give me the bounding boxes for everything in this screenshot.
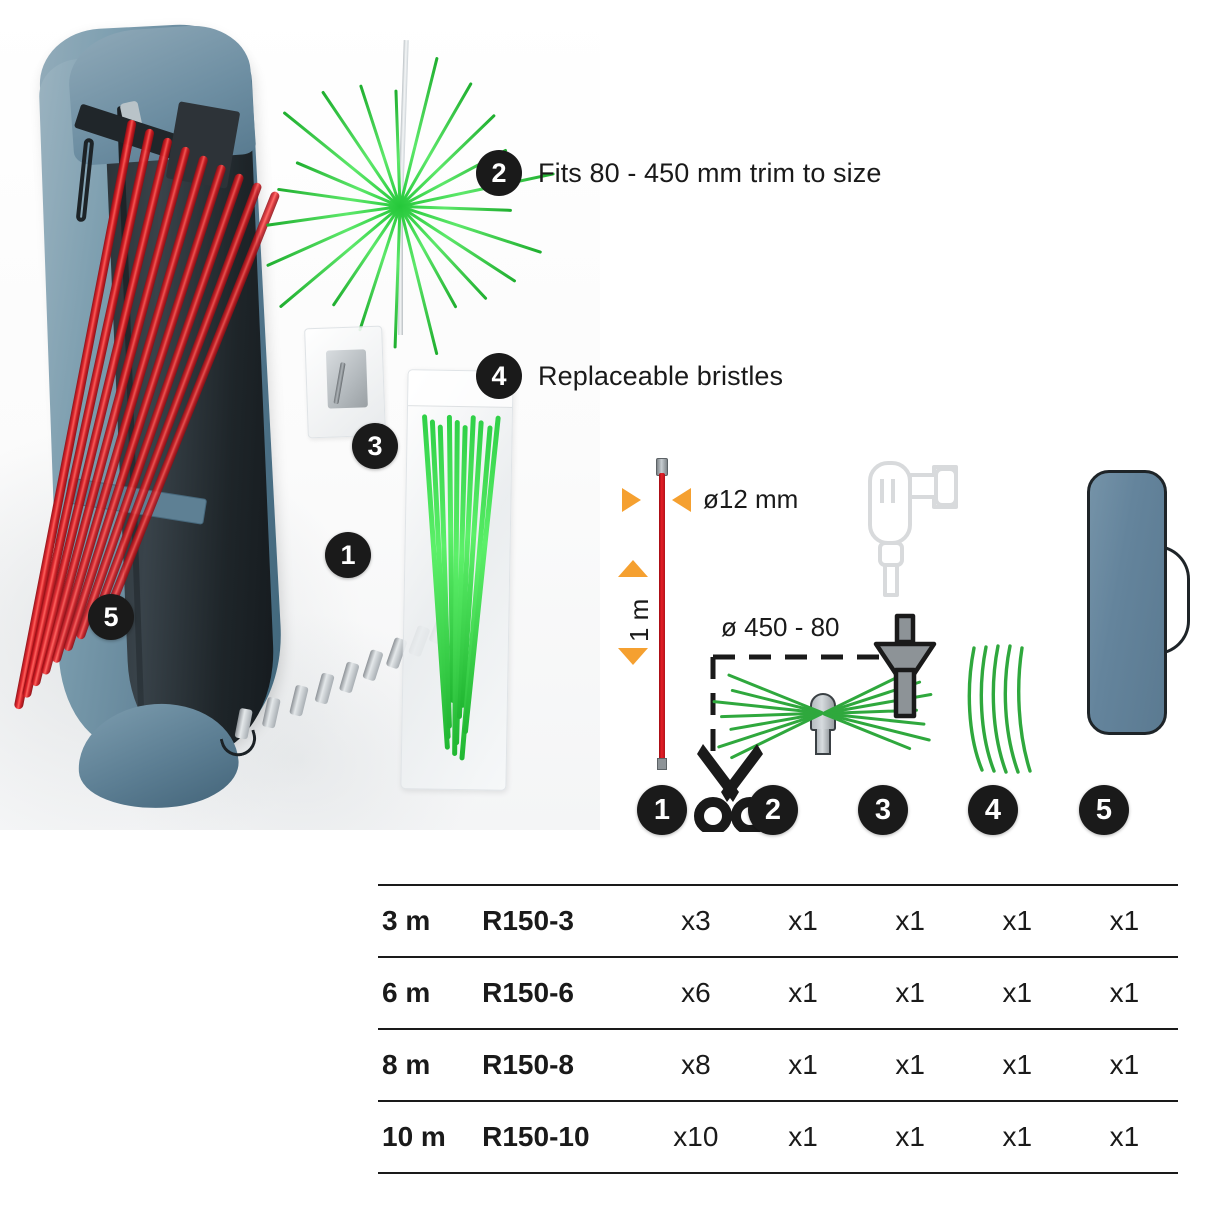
photo-badge-adapter: 3 bbox=[352, 423, 398, 469]
adapter-bag-photo bbox=[304, 325, 386, 439]
diagram-badge-5: 5 bbox=[1079, 785, 1129, 835]
cell-qty-3: x1 bbox=[856, 884, 964, 957]
diagram-badge-3: 3 bbox=[858, 785, 908, 835]
table-row: 6 m R150-6 x6 x1 x1 x1 x1 bbox=[378, 956, 1178, 1029]
callout-text-4: Replaceable bristles bbox=[538, 360, 784, 391]
diagram-badge-2: 2 bbox=[748, 785, 798, 835]
rod-shaft-icon bbox=[659, 473, 665, 761]
cell-qty-5: x1 bbox=[1070, 1028, 1178, 1101]
brush-extent-dimension-icon bbox=[710, 654, 905, 763]
cell-qty-1: x3 bbox=[642, 884, 750, 957]
cell-qty-3: x1 bbox=[856, 1028, 964, 1101]
cell-qty-3: x1 bbox=[856, 956, 964, 1029]
rod-ferrule-photo bbox=[338, 660, 360, 694]
diagram-badge-4: 4 bbox=[968, 785, 1018, 835]
cell-size: 10 m bbox=[378, 1100, 483, 1174]
cell-model: R150-8 bbox=[482, 1028, 643, 1101]
spec-table-body: 3 m R150-3 x3 x1 x1 x1 x1 6 m R150-6 x6 … bbox=[378, 884, 1178, 1174]
photo-badge-bag: 5 bbox=[88, 594, 134, 640]
rod-ferrule-photo bbox=[234, 707, 254, 740]
cell-model: R150-3 bbox=[482, 884, 643, 957]
cell-size: 8 m bbox=[378, 1028, 483, 1101]
cell-qty-2: x1 bbox=[749, 1028, 857, 1101]
callout-badge-2: 2 bbox=[476, 150, 522, 196]
rod-ferrule-photo bbox=[314, 672, 335, 705]
diameter-arrow-left-icon bbox=[622, 488, 641, 512]
cell-qty-2: x1 bbox=[749, 884, 857, 957]
drill-adapter-bit-icon bbox=[873, 613, 937, 719]
brush-head-photo bbox=[250, 40, 555, 356]
diagram-badge-1: 1 bbox=[637, 785, 687, 835]
drill-icon bbox=[868, 461, 958, 597]
length-arrow-up-icon bbox=[618, 560, 648, 577]
technical-diagram: ø12 mm 1 m ø 450 - 80 bbox=[600, 440, 1214, 850]
cell-qty-1: x6 bbox=[642, 956, 750, 1029]
cell-model: R150-10 bbox=[482, 1100, 643, 1174]
rod-ferrule-photo bbox=[262, 696, 282, 729]
adapter-part bbox=[325, 349, 368, 409]
bristle-pack-photo bbox=[400, 369, 514, 791]
cell-qty-5: x1 bbox=[1070, 956, 1178, 1029]
product-photo: 1 3 5 bbox=[0, 0, 600, 830]
cell-size: 6 m bbox=[378, 956, 483, 1029]
carry-case-icon bbox=[1087, 470, 1167, 735]
cell-qty-1: x8 bbox=[642, 1028, 750, 1101]
callout-trim-to-size: 2 Fits 80 - 450 mm trim to size bbox=[476, 150, 881, 196]
cell-qty-4: x1 bbox=[963, 1028, 1071, 1101]
table-row: 8 m R150-8 x8 x1 x1 x1 x1 bbox=[378, 1028, 1178, 1101]
diameter-arrow-right-icon bbox=[672, 488, 691, 512]
callout-badge-4: 4 bbox=[476, 353, 522, 399]
bristles-icon bbox=[967, 644, 1032, 774]
brush-head-icon bbox=[700, 655, 933, 775]
brush-head-stem bbox=[815, 729, 831, 755]
rod-ferrule-photo bbox=[288, 684, 309, 717]
brush-diameter-label: ø 450 - 80 bbox=[721, 612, 840, 642]
rod-foot-icon bbox=[657, 758, 667, 770]
table-row: 3 m R150-3 x3 x1 x1 x1 x1 bbox=[378, 884, 1178, 957]
cell-qty-2: x1 bbox=[749, 1100, 857, 1174]
length-label: 1 m bbox=[624, 598, 654, 642]
specification-table: 3 m R150-3 x3 x1 x1 x1 x1 6 m R150-6 x6 … bbox=[378, 884, 1178, 1174]
table-row: 10 m R150-10 x10 x1 x1 x1 x1 bbox=[378, 1100, 1178, 1174]
callout-text-2: Fits 80 - 450 mm trim to size bbox=[538, 157, 882, 188]
cell-qty-5: x1 bbox=[1070, 884, 1178, 957]
cell-qty-5: x1 bbox=[1070, 1100, 1178, 1174]
diameter-label: ø12 mm bbox=[703, 484, 799, 514]
cell-qty-4: x1 bbox=[963, 956, 1071, 1029]
cell-model: R150-6 bbox=[482, 956, 643, 1029]
cell-size: 3 m bbox=[378, 884, 483, 957]
cell-qty-4: x1 bbox=[963, 1100, 1071, 1174]
length-arrow-down-icon bbox=[618, 648, 648, 665]
callout-replaceable-bristles: 4 Replaceable bristles bbox=[476, 353, 783, 399]
cell-qty-2: x1 bbox=[749, 956, 857, 1029]
photo-badge-rods: 1 bbox=[325, 532, 371, 578]
rod-ferrule-photo bbox=[362, 648, 385, 682]
brush-shaft bbox=[398, 205, 403, 335]
cell-qty-3: x1 bbox=[856, 1100, 964, 1174]
cell-qty-1: x10 bbox=[642, 1100, 750, 1174]
cell-qty-4: x1 bbox=[963, 884, 1071, 957]
spec-table-element: 3 m R150-3 x3 x1 x1 x1 x1 6 m R150-6 x6 … bbox=[378, 884, 1178, 1174]
